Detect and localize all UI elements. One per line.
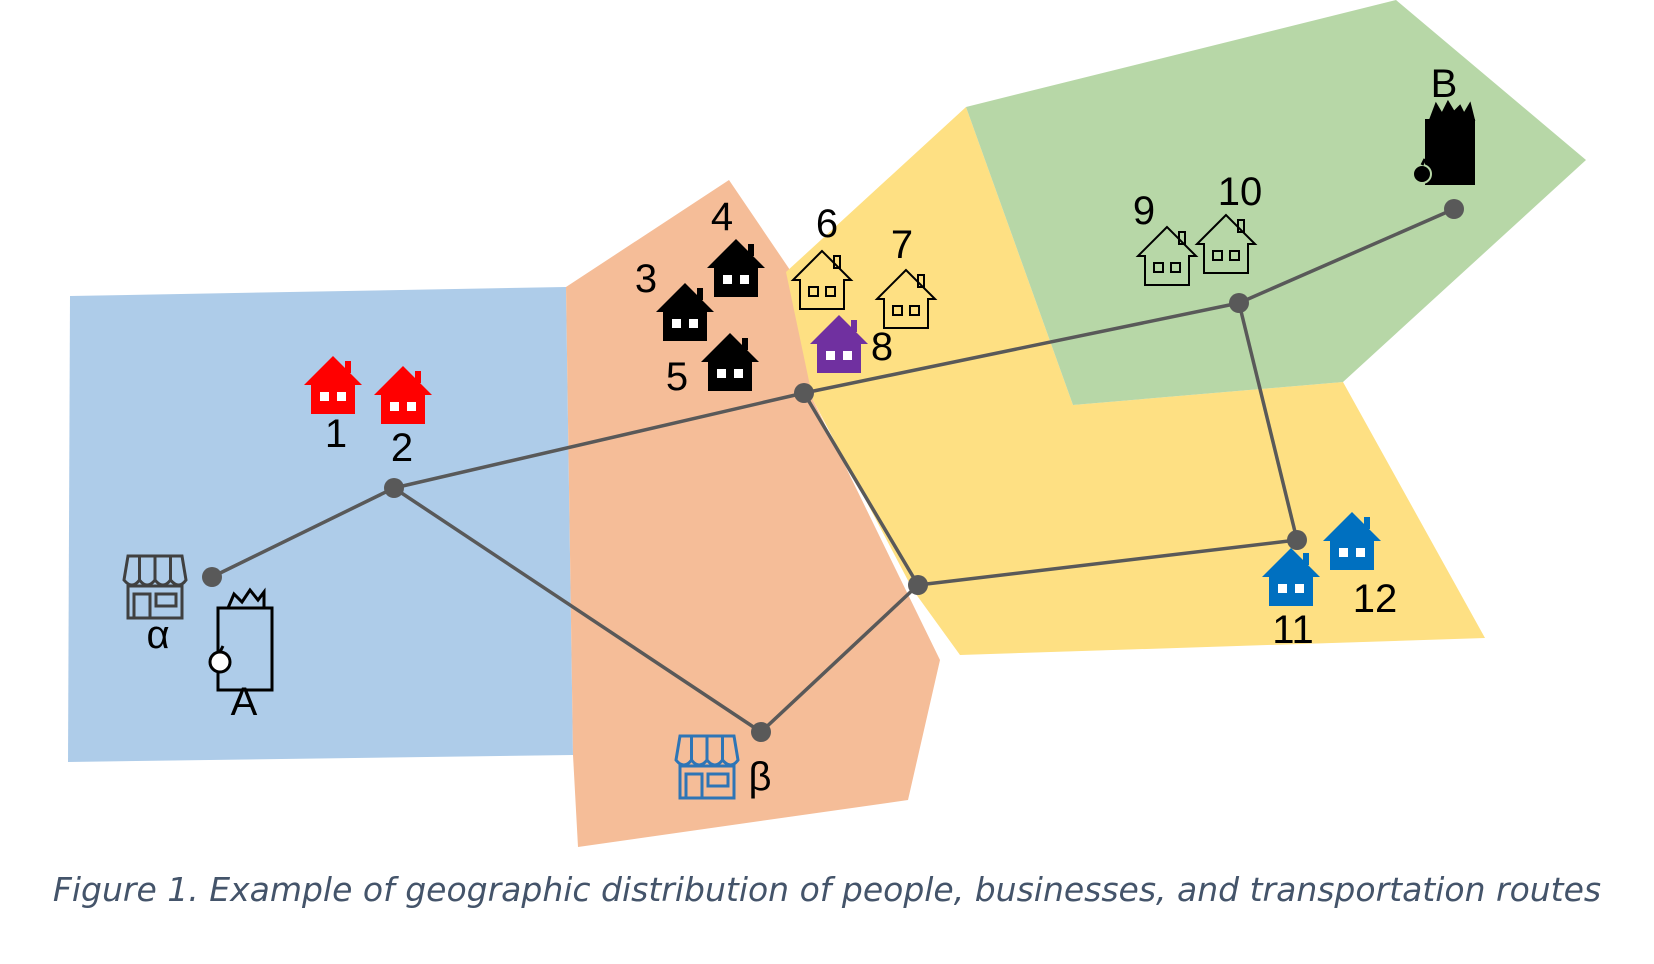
- grocery-b-label: B: [1431, 62, 1458, 106]
- house-labels: 1 2 3 4 5 6 7 8 9 10 11 12: [325, 170, 1397, 652]
- house-icon: [701, 333, 759, 391]
- house-label: 8: [871, 325, 893, 369]
- houses: [304, 213, 1381, 606]
- house-icon: [304, 356, 362, 414]
- house-label: 3: [635, 257, 657, 301]
- store-alpha-label: α: [146, 613, 169, 657]
- transport-routes: [211, 207, 1455, 734]
- route-node: [794, 383, 814, 403]
- house-icon: [874, 268, 938, 329]
- storefront-icon: [122, 554, 188, 620]
- route-node: [1444, 199, 1464, 219]
- figure-caption: Figure 1. Example of geographic distribu…: [52, 870, 1602, 909]
- house-icon: [1323, 512, 1381, 570]
- route-segment: [803, 301, 1240, 395]
- house-icon: [1194, 213, 1258, 274]
- route-node: [384, 478, 404, 498]
- route-node: [1229, 293, 1249, 313]
- house-label: 7: [891, 223, 913, 267]
- house-icon: [810, 315, 868, 373]
- house-label: 10: [1218, 170, 1263, 214]
- house-label: 9: [1133, 189, 1155, 233]
- region-orange: [566, 180, 940, 847]
- region-green: [966, 0, 1586, 405]
- grocery-bag-icon: [208, 587, 274, 692]
- house-label: 6: [816, 202, 838, 246]
- house-label: 11: [1272, 608, 1314, 652]
- house-icon: [374, 366, 432, 424]
- house-icon: [1262, 548, 1320, 606]
- route-segment: [759, 583, 920, 734]
- route-nodes: [202, 199, 1464, 742]
- house-label: 5: [666, 355, 688, 399]
- house-label: 12: [1353, 577, 1398, 621]
- route-segment: [1237, 302, 1299, 541]
- route-segment: [1238, 207, 1455, 305]
- house-icon: [1135, 225, 1199, 286]
- regions: [68, 0, 1586, 847]
- grocery-bag-icon: [1412, 99, 1476, 185]
- house-label: 2: [391, 426, 413, 470]
- grocery-a-label: A: [231, 680, 258, 724]
- route-segment: [393, 391, 805, 490]
- route-node: [751, 722, 771, 742]
- region-yellow: [786, 107, 1485, 655]
- house-icon: [656, 283, 714, 341]
- route-segment: [917, 538, 1298, 587]
- route-segment: [211, 486, 395, 579]
- route-node: [908, 575, 928, 595]
- house-icon: [707, 239, 765, 297]
- route-segment: [802, 392, 920, 586]
- house-icon: [790, 249, 854, 310]
- store-beta-label: β: [748, 755, 771, 799]
- house-label: 1: [325, 412, 347, 456]
- house-label: 4: [711, 195, 733, 239]
- route-node: [1287, 530, 1307, 550]
- route-node: [202, 567, 222, 587]
- route-segment: [393, 486, 762, 734]
- storefront-icon: [674, 734, 740, 800]
